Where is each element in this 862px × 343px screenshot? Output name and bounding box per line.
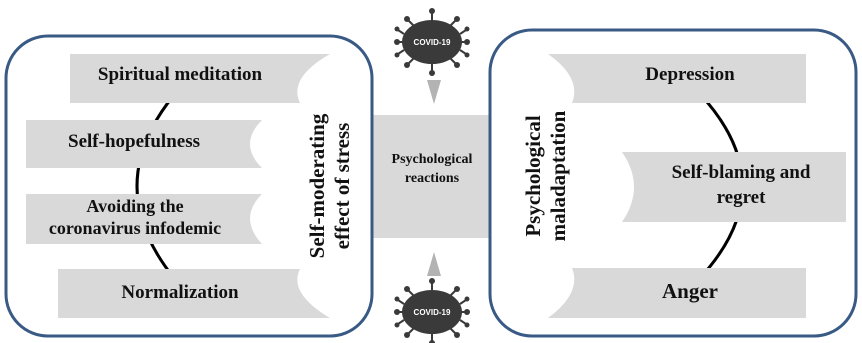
- label-avoiding-line2: coronavirus infodemic: [48, 218, 222, 238]
- left-title-line2: effect of stress: [330, 122, 354, 250]
- center-label-line2: reactions: [404, 171, 460, 186]
- right-title-line2: maladaptation: [546, 110, 570, 242]
- label-spiritual-meditation: Spiritual meditation: [97, 64, 263, 85]
- left-shape-normalization: [58, 269, 330, 318]
- label-normalization: Normalization: [121, 282, 239, 303]
- left-title-line1: Self-moderating: [304, 113, 329, 259]
- label-self-hopefulness: Self-hopefulness: [68, 131, 200, 152]
- right-vertical-title: Psychological maladaptation: [521, 111, 571, 242]
- right-shape-anger: [548, 268, 806, 318]
- virus-top-label: COVID-19: [414, 38, 451, 47]
- label-self-blaming-line2: regret: [716, 187, 766, 208]
- center-label-line1: Psychological: [391, 152, 473, 167]
- left-frame: [4, 34, 374, 338]
- right-shape-self-blaming: [622, 152, 846, 222]
- virus-bottom-label: COVID-19: [414, 308, 451, 317]
- label-self-blaming-line1: Self-blaming and: [671, 162, 811, 183]
- label-anger: Anger: [662, 279, 718, 303]
- left-vertical-title: Self-moderating effect of stress: [305, 114, 355, 259]
- virus-top-icon: COVID-19: [394, 8, 470, 76]
- left-shape-hopefulness: [26, 120, 262, 168]
- virus-bottom-icon: COVID-19: [394, 278, 470, 343]
- arrow-down: [427, 80, 441, 104]
- left-arc: [135, 94, 176, 279]
- arrow-up: [427, 252, 441, 276]
- left-shape-infodemic: [26, 194, 262, 244]
- left-shape-spiritual: [70, 54, 330, 103]
- label-avoiding-line1: Avoiding the: [86, 196, 184, 216]
- center-band: [370, 115, 490, 238]
- right-title-line1: Psychological: [520, 115, 545, 237]
- right-shape-depression: [548, 54, 806, 103]
- label-depression: Depression: [645, 64, 735, 85]
